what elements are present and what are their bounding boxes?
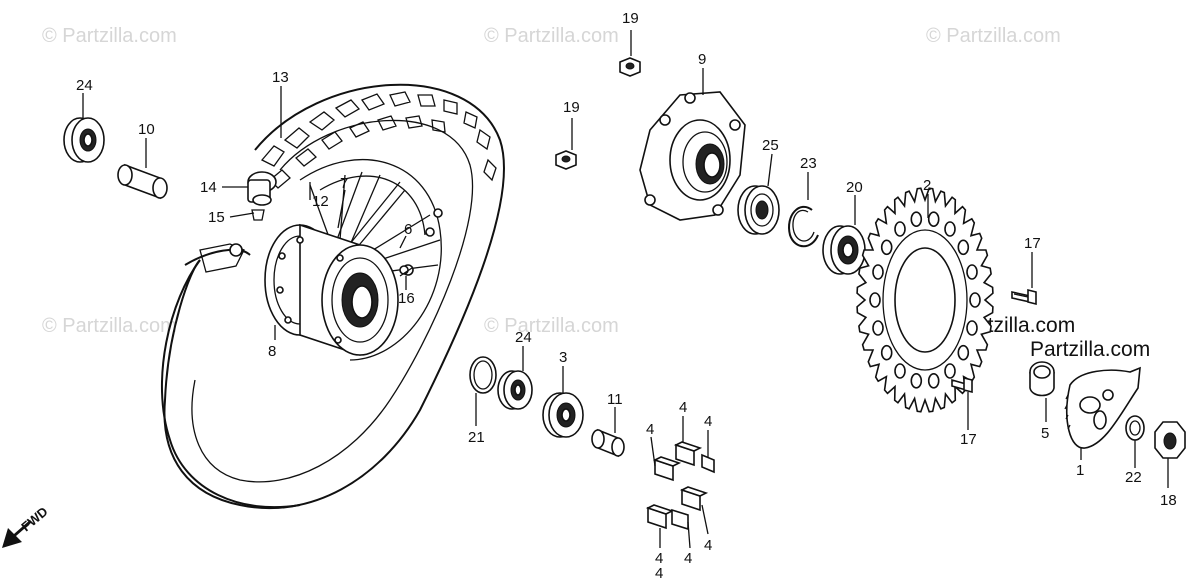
callout-1: 1 [1076,462,1084,479]
sprocket-hole [944,363,956,379]
watermark: © Partzilla.com [484,315,619,337]
callout-15: 15 [208,209,225,226]
wheel-rim [299,158,443,361]
collar-11 [591,428,625,458]
bolt-17-bottom [951,376,973,394]
watermarks: © Partzilla.com © Partzilla.com © Partzi… [42,25,1150,361]
tire [160,83,505,510]
sprocket-hole [910,211,923,227]
spoke-nipple-16 [399,265,413,277]
sprocket-hole [872,320,884,336]
callout-10: 10 [138,121,155,138]
bearing-25 [737,185,780,235]
callout-25: 25 [762,137,779,154]
callout-7: 7 [340,175,348,192]
callout-8: 8 [268,343,276,360]
callout-4: 4 [684,550,692,567]
sprocket-hole [957,344,970,361]
sprocket-hole [894,363,906,379]
callout-14: 14 [200,179,217,196]
axle-nut-18 [1154,421,1186,459]
washer-22 [1125,415,1145,441]
circlip-23 [788,205,819,248]
sprocket-hole [869,292,881,308]
distance-collar-10 [117,163,168,200]
callout-16: 16 [398,290,415,307]
watermark: © Partzilla.com [926,25,1061,47]
leader-lines [82,30,1169,549]
bolt-17-top [1011,288,1037,306]
callout-4: 4 [704,413,712,430]
inner-tube [184,243,251,273]
callout-22: 22 [1125,469,1142,486]
callout-19: 19 [563,99,580,116]
o-ring-21 [469,356,497,394]
callout-4: 4 [655,565,663,582]
watermark: © Partzilla.com [484,25,619,47]
bearing-24-right [497,370,533,410]
chain-adjuster-plate-1 [1064,366,1141,449]
callout-19: 19 [622,10,639,27]
sprocket-hole [944,221,956,237]
sprocket-hole [927,211,940,227]
callout-12: 12 [312,193,329,210]
sprocket-hole [910,372,923,389]
watermark: © Partzilla.com [42,25,177,47]
bearing-24-left [63,117,105,163]
callout-20: 20 [846,179,863,196]
sprocket-hole [966,320,978,336]
fwd-label: FWD [18,504,50,535]
callout-4: 4 [679,399,687,416]
sprocket-hole [966,264,978,280]
callout-18: 18 [1160,492,1177,509]
nut-19-top [619,57,641,77]
driven-sprocket-2 [856,187,994,413]
callout-4: 4 [655,550,663,567]
hub-dampers-4 [645,441,715,531]
nut-19-mid [555,150,577,170]
sprocket-hole [969,292,981,308]
sprocket-side-collar-5 [1029,361,1055,397]
callout-6: 6 [404,221,412,238]
hub-damper-holder-3 [542,392,584,438]
arrow-down-left-icon [2,520,32,548]
tire-tread [260,91,497,189]
callout-3: 3 [559,349,567,366]
callout-13: 13 [272,69,289,86]
sprocket-flange-9 [639,91,746,221]
callout-4: 4 [646,421,654,438]
callout-11: 11 [607,391,623,408]
rear-wheel-hub [264,223,399,356]
callout-17: 17 [960,431,977,448]
sprocket-hole [894,221,906,237]
sprocket-hole [872,264,884,280]
watermark: © Partzilla.com [42,315,177,337]
oil-seal-20 [822,225,866,275]
callout-4: 4 [704,537,712,554]
callout-2: 2 [923,177,931,194]
sprocket-hole [880,239,893,256]
sprocket-holes [869,211,981,389]
callout-24: 24 [515,329,532,346]
callout-9: 9 [698,51,706,68]
sprocket-hole [957,239,970,256]
sprocket-hole [927,372,940,389]
callout-17: 17 [1024,235,1041,252]
callout-24: 24 [76,77,93,94]
callout-23: 23 [800,155,817,172]
sprocket-hole [880,344,893,361]
forward-direction-marker: FWD [2,504,51,548]
callout-21: 21 [468,429,485,446]
callout-5: 5 [1041,425,1049,442]
watermark-inline: Partzilla.com [1030,338,1150,361]
callout-labels: 24 10 13 14 15 12 7 6 16 8 19 19 9 25 23… [76,10,1177,582]
hub-bolt-holes [276,236,344,344]
rim-lock [247,171,277,221]
